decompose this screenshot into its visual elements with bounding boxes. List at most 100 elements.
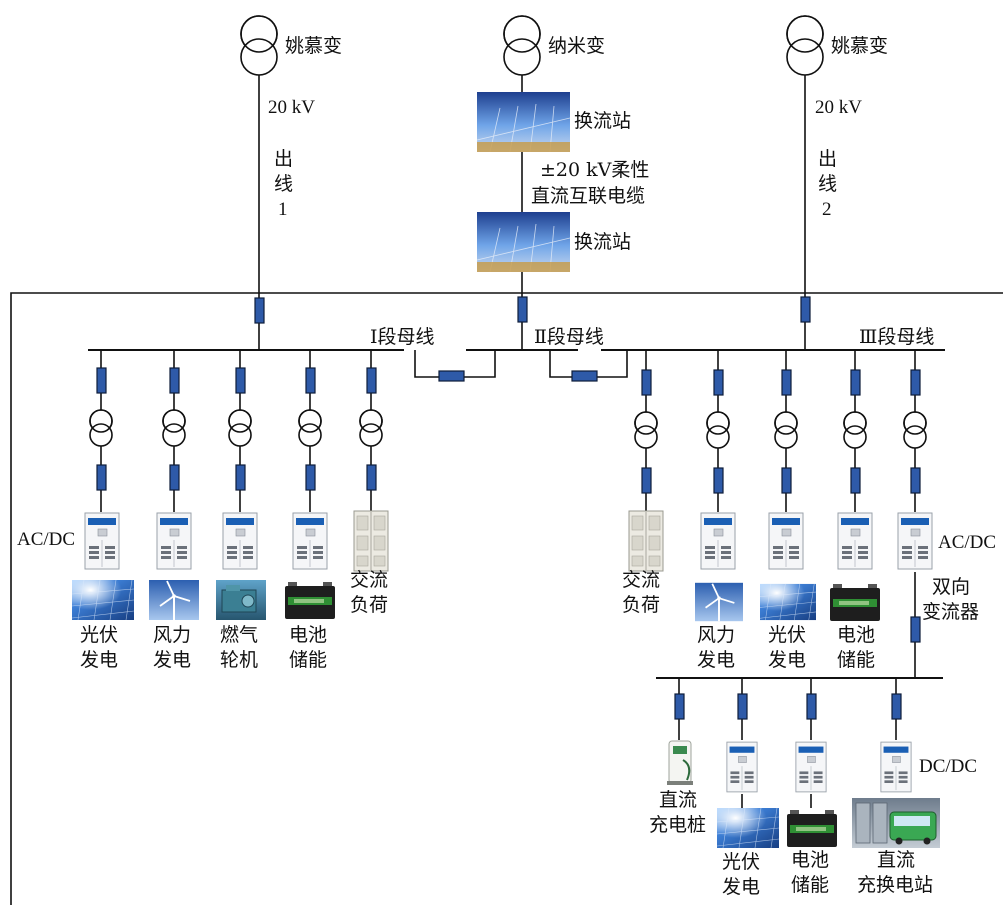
transformer-icon: [360, 410, 382, 446]
feeder-1-name-1: 出: [274, 148, 293, 170]
dc-label-solar-1: 光伏: [722, 851, 760, 873]
left-label-battery-1: 电池: [289, 624, 327, 646]
left-label-wind-1: 风力: [153, 624, 191, 646]
left-branches: [85, 350, 388, 571]
converter-cabinet-icon: [769, 513, 803, 569]
breaker: [892, 694, 901, 719]
converter-station-bottom-label: 换流站: [574, 231, 631, 253]
right-label-wind-1: 风力: [697, 624, 735, 646]
left-label-wind-2: 发电: [153, 649, 191, 671]
dc-cable-label-2: 直流互联电缆: [531, 185, 645, 207]
breaker: [306, 368, 315, 393]
breaker-bidirectional: [911, 617, 920, 642]
bus-3-label: Ⅲ段母线: [859, 326, 934, 348]
source-transformer-right: [787, 16, 823, 75]
breaker: [642, 468, 651, 493]
dcdc-converter-icon: [727, 742, 757, 792]
bus-2-label: Ⅱ段母线: [534, 326, 604, 348]
transformer-icon: [229, 410, 251, 446]
dc-label-solar-2: 发电: [722, 876, 760, 898]
breaker: [97, 465, 106, 490]
solar-panel-icon: [760, 584, 816, 620]
feeder-2-name-2: 线: [818, 173, 837, 195]
right-label-solar-1: 光伏: [768, 624, 806, 646]
ac-load-cabinet-icon: [629, 511, 663, 571]
converter-cabinet-icon: [85, 513, 119, 569]
left-acdc-label: AC/DC: [17, 529, 75, 550]
feeder-1-name-3: 1: [278, 199, 288, 220]
dc-label-pile-2: 充电桩: [649, 814, 706, 836]
right-label-battery-1: 电池: [837, 624, 875, 646]
wind-turbine-icon: [695, 583, 743, 621]
breaker: [236, 465, 245, 490]
transformer-icon: [904, 412, 926, 448]
dc-charging-pile-icon: [667, 741, 693, 785]
breaker: [851, 370, 860, 395]
breaker-feeder-2: [801, 297, 810, 322]
left-label-battery-2: 储能: [289, 649, 327, 671]
left-label-solar-1: 光伏: [80, 624, 118, 646]
breaker: [367, 368, 376, 393]
dc-branches: [667, 678, 911, 808]
bus-swap-station-icon: [852, 798, 940, 848]
source-center-label: 纳米变: [548, 35, 605, 57]
battery-icon: [285, 582, 335, 619]
converter-station-top-label: 换流站: [574, 110, 631, 132]
bidirectional-label-1: 双向: [932, 576, 970, 598]
wind-turbine-icon: [149, 580, 199, 620]
breaker: [367, 465, 376, 490]
left-label-acload-2: 负荷: [350, 594, 388, 616]
right-label-battery-2: 储能: [837, 649, 875, 671]
breaker-bus-tie-2: [572, 371, 597, 381]
battery-icon: [787, 810, 837, 847]
breaker: [97, 368, 106, 393]
dcdc-label: DC/DC: [919, 756, 977, 777]
ac-load-cabinet-icon: [354, 511, 388, 571]
right-branches: [629, 350, 932, 571]
feeder-1-kv: 20 kV: [268, 97, 315, 118]
dc-label-pile-1: 直流: [659, 789, 697, 811]
gas-turbine-icon: [216, 580, 266, 620]
breaker: [306, 465, 315, 490]
source-left-label: 姚慕变: [285, 35, 342, 57]
source-right-label: 姚慕变: [831, 35, 888, 57]
dc-label-battery-1: 电池: [791, 849, 829, 871]
transformer-icon: [844, 412, 866, 448]
dcdc-converter-icon: [881, 742, 911, 792]
source-transformer-center: [504, 16, 540, 75]
left-label-solar-2: 发电: [80, 649, 118, 671]
breaker: [675, 694, 684, 719]
battery-icon: [830, 584, 880, 621]
breaker: [642, 370, 651, 395]
breaker: [911, 468, 920, 493]
converter-cabinet-icon: [157, 513, 191, 569]
transformer-icon: [299, 410, 321, 446]
converter-cabinet-icon: [293, 513, 327, 569]
left-label-gas-1: 燃气: [220, 624, 258, 646]
left-label-acload-1: 交流: [350, 569, 388, 591]
breaker: [782, 370, 791, 395]
dc-cable-label-1: ±20 kV柔性: [540, 159, 649, 181]
bus-1-label: Ⅰ段母线: [370, 326, 435, 348]
dcdc-converter-icon: [796, 742, 826, 792]
source-transformer-left: [241, 16, 277, 75]
breaker-center: [518, 297, 527, 322]
bidirectional-converter-icon: [898, 513, 932, 569]
feeder-1-name-2: 线: [274, 173, 293, 195]
converter-station-bottom: [477, 212, 570, 272]
breaker: [170, 465, 179, 490]
converter-cabinet-icon: [701, 513, 735, 569]
transformer-icon: [707, 412, 729, 448]
dc-label-battery-2: 储能: [791, 874, 829, 896]
dc-label-swap-2: 充换电站: [857, 874, 933, 896]
breaker: [236, 368, 245, 393]
breaker: [714, 468, 723, 493]
right-acdc-label: AC/DC: [938, 532, 996, 553]
breaker: [851, 468, 860, 493]
breaker: [911, 370, 920, 395]
breaker-feeder-1: [255, 298, 264, 323]
converter-cabinet-icon: [838, 513, 872, 569]
right-label-acload-1: 交流: [622, 569, 660, 591]
feeder-2-kv: 20 kV: [815, 97, 862, 118]
